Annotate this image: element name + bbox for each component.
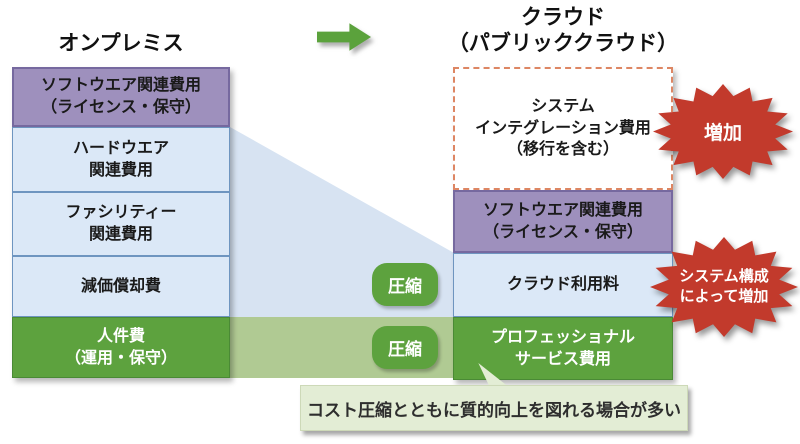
cloud-usage-fee-label: クラウド利用料 <box>506 276 619 294</box>
cloud-title-line1: クラウド <box>521 6 605 29</box>
onprem-depreciation-cost-label: 減価償却費 <box>80 277 161 295</box>
cloud-title-line2: （パブリッククラウド） <box>447 32 679 56</box>
migration-arrow-icon <box>317 22 371 52</box>
increase-starburst-label: 増加 <box>703 123 742 144</box>
onprem-hardware-cost-box: ハードウエア 関連費用 <box>12 127 230 192</box>
footnote-box: コスト圧縮とともに質的向上を図れる場合が多い <box>300 385 688 431</box>
onprem-hardware-cost-label: ハードウエア 関連費用 <box>72 139 169 179</box>
footnote-text: コスト圧縮とともに質的向上を図れる場合が多い <box>307 400 681 420</box>
onprem-software-cost-label: ソフトウエア関連費用 （ライセンス・保守） <box>40 77 201 116</box>
config-increase-starburst-label: システム構成 によって増加 <box>679 267 769 305</box>
cloud-software-cost-label: ソフトウエア関連費用 （ライセンス・保守） <box>482 201 643 241</box>
onpremises-title: オンプレミス <box>58 32 184 55</box>
onprem-software-cost-box: ソフトウエア関連費用 （ライセンス・保守） <box>12 67 230 127</box>
config-increase-starburst-shape: システム構成 によって増加 <box>650 237 798 337</box>
increase-starburst: 増加 <box>653 84 793 179</box>
onpremises-cost-stack: ソフトウエア関連費用 （ライセンス・保守） ハードウエア 関連費用 ファシリティ… <box>12 67 230 378</box>
arrow-shape <box>317 23 371 51</box>
onprem-personnel-cost-label: 人件費 （運用・保守） <box>64 327 177 367</box>
cloud-integration-cost-box: システム インテグレーション費用 （移行を含む） <box>453 67 673 190</box>
cloud-software-cost-box: ソフトウエア関連費用 （ライセンス・保守） <box>453 190 673 253</box>
onprem-facility-cost-box: ファシリティー 関連費用 <box>12 192 230 256</box>
cloud-professional-service-label: プロフェッショナル サービス費用 <box>490 328 635 368</box>
cloud-title: クラウド （パブリッククラウド） <box>433 5 693 58</box>
compress-badge-upper: 圧縮 <box>372 263 438 306</box>
onprem-personnel-cost-box: 人件費 （運用・保守） <box>12 317 230 378</box>
cloud-professional-service-box: プロフェッショナル サービス費用 <box>453 317 673 380</box>
onprem-depreciation-cost-box: 減価償却費 <box>12 256 230 317</box>
increase-starburst-shape: 増加 <box>653 84 793 179</box>
cloud-usage-fee-box: クラウド利用料 <box>453 253 673 317</box>
onprem-facility-cost-label: ファシリティー 関連費用 <box>65 204 177 243</box>
cloud-cost-stack: システム インテグレーション費用 （移行を含む） ソフトウエア関連費用 （ライセ… <box>453 67 673 380</box>
cloud-integration-cost-label: システム インテグレーション費用 （移行を含む） <box>475 98 651 159</box>
compress-badge-lower: 圧縮 <box>372 326 438 369</box>
config-increase-starburst: システム構成 によって増加 <box>650 237 798 337</box>
